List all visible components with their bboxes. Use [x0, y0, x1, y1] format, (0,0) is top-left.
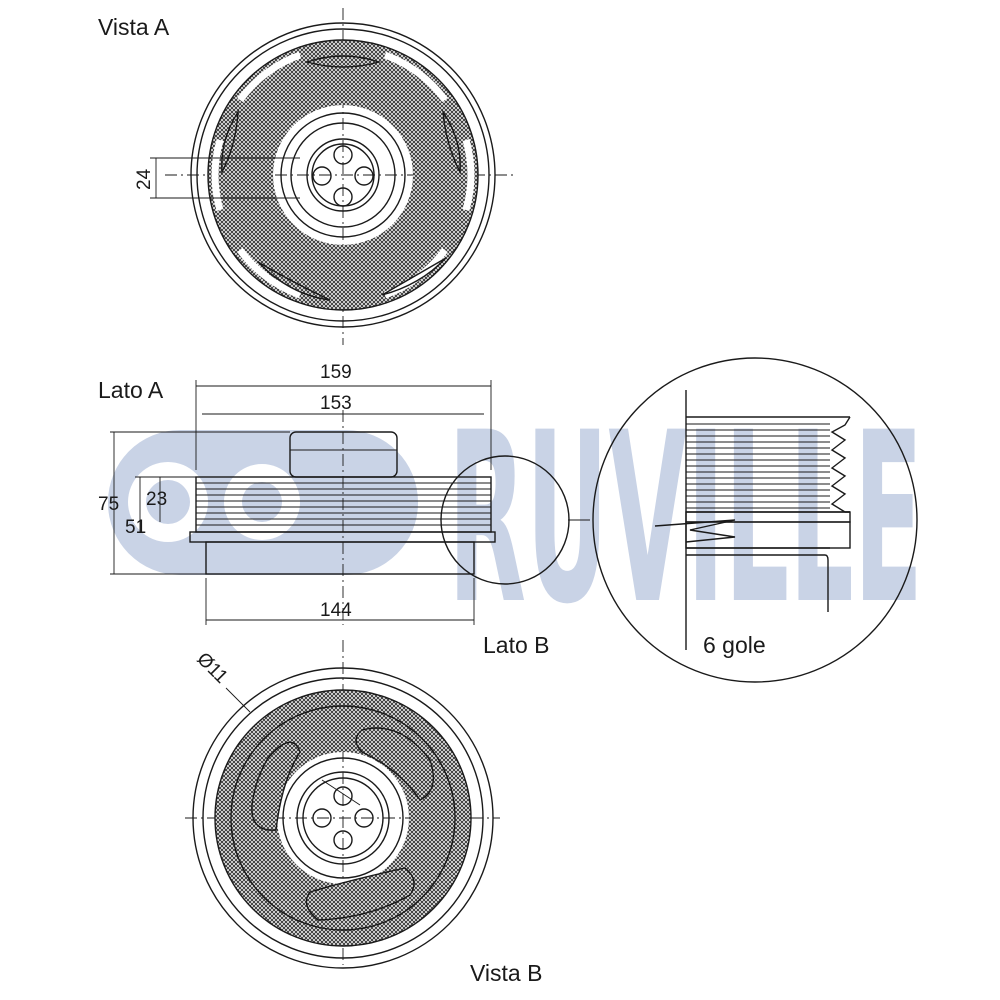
side-a-label: Lato A	[98, 377, 164, 403]
view-b-label: Vista B	[470, 960, 542, 986]
dim-belt-diameter: 153	[320, 393, 352, 414]
dim-groove-height: 23	[146, 489, 167, 510]
dim-body-height: 51	[125, 517, 146, 538]
dim-total-height: 75	[98, 494, 119, 515]
view-a-label: Vista A	[98, 14, 170, 40]
dim-hole-diameter: Ø11	[192, 649, 231, 688]
dim-hub-diameter: 144	[320, 600, 352, 621]
view-b-pulley	[185, 640, 500, 969]
side-view-pulley	[110, 380, 590, 625]
side-b-label: Lato B	[483, 632, 550, 658]
groove-detail	[592, 357, 918, 683]
dim-outer-diameter: 159	[320, 362, 352, 383]
dim-bolt-spacing: 24	[134, 168, 155, 190]
grooves-label: 6 gole	[703, 632, 766, 658]
view-a-pulley	[150, 8, 515, 345]
brand-logo-icon	[108, 430, 418, 575]
